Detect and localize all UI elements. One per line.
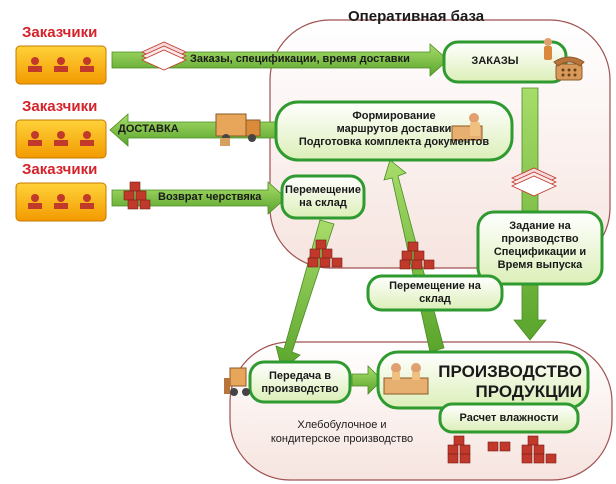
customer-label-2: Заказчики <box>22 98 98 115</box>
production-label: ПРОИЗВОДСТВО ПРОДУКЦИИ <box>438 362 582 401</box>
production-note: Хлебобулочное и кондитерское производств… <box>270 419 414 445</box>
transfer-label: Передача в производство <box>261 370 339 395</box>
node-production-task <box>476 210 604 286</box>
orders-specs-label: Заказы, спецификации, время доставки <box>190 53 410 65</box>
warehouse-1-label: Перемещение на склад <box>285 184 361 209</box>
routes-label: Формирование маршрутов доставки Подготов… <box>298 110 490 148</box>
operator-icon <box>544 38 552 60</box>
stale-return-label: Возврат черствяка <box>158 191 262 203</box>
arrow-transfer-to-production <box>351 365 383 395</box>
humidity-label: Расчет влажности <box>459 412 559 424</box>
crates-icon-output <box>447 435 557 464</box>
production-line-icon <box>383 363 429 395</box>
customer-box-1 <box>15 45 107 85</box>
customer-label-1: Заказчики <box>22 24 98 41</box>
orders-label: ЗАКАЗЫ <box>471 55 519 67</box>
customer-box-3 <box>15 182 107 222</box>
telephone-icon <box>553 56 585 81</box>
documents-icon <box>141 41 187 71</box>
crates-icon-warehouse-2 <box>399 241 435 270</box>
crates-icon-return <box>123 181 151 210</box>
customer-box-2 <box>15 119 107 159</box>
customer-label-3: Заказчики <box>22 161 98 178</box>
operational-base-title: Оперативная база <box>348 8 485 25</box>
crates-icon-warehouse-1 <box>307 239 343 268</box>
delivery-label: ДОСТАВКА <box>118 123 179 135</box>
node-warehouse-1 <box>280 174 366 220</box>
node-routes <box>274 100 514 162</box>
node-warehouse-2 <box>366 274 504 312</box>
warehouse-2-label: Перемещение на склад <box>389 280 481 305</box>
delivery-truck-icon <box>215 113 261 146</box>
dispatcher-icon <box>451 113 483 141</box>
node-humidity <box>438 402 580 434</box>
node-transfer <box>248 360 352 404</box>
documents-icon-2 <box>511 167 557 197</box>
forklift-icon <box>224 367 250 396</box>
production-task-label: Задание на производство Спецификации и В… <box>493 220 587 271</box>
